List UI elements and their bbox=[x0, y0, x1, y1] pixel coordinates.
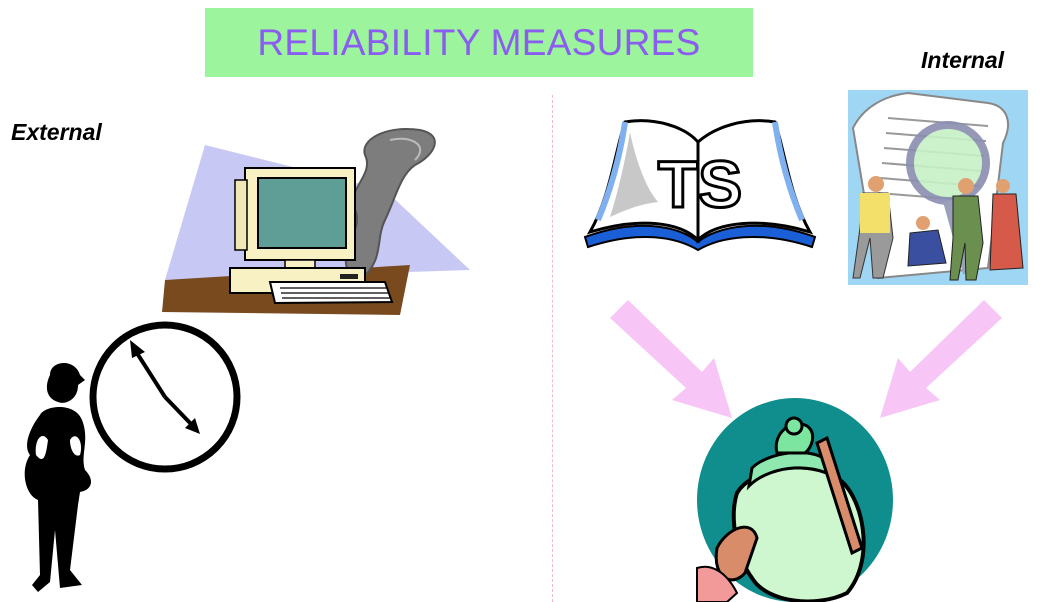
book-cover-text: TS bbox=[658, 147, 742, 221]
external-label: External bbox=[11, 119, 102, 145]
title-banner: RELIABILITY MEASURES bbox=[205, 8, 753, 77]
left-pink-arrow bbox=[610, 300, 732, 418]
baby-bottle-icon bbox=[696, 398, 893, 602]
person-with-clock-icon bbox=[24, 321, 241, 592]
center-divider bbox=[552, 95, 553, 602]
team-inspecting-document-icon bbox=[848, 90, 1028, 285]
page-title: RELIABILITY MEASURES bbox=[257, 21, 701, 63]
smoking-computer-icon bbox=[162, 128, 470, 315]
ts-open-book-icon: TS bbox=[583, 119, 817, 252]
internal-label: Internal bbox=[921, 47, 1005, 73]
right-pink-arrow bbox=[880, 300, 1002, 418]
